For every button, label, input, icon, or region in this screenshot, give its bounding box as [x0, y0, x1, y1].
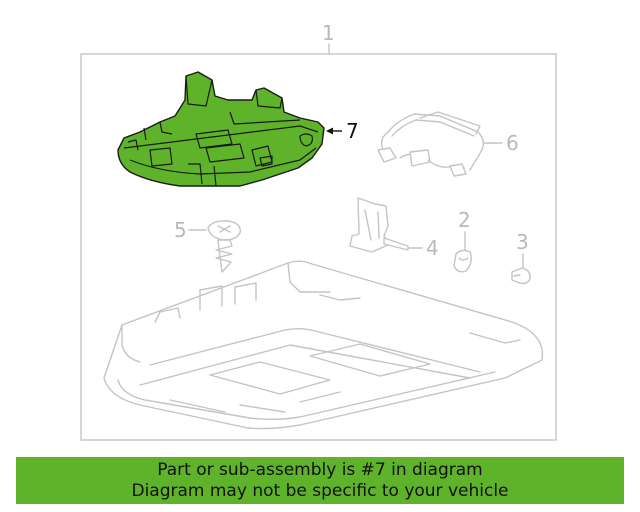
callout-6-label: 6 [506, 131, 519, 155]
part-2-clip: 2 [453, 208, 473, 273]
callout-2-label: 2 [458, 208, 471, 232]
part-4-bracket: 4 [349, 197, 439, 260]
callout-1-label: 1 [322, 21, 335, 45]
part-notice-banner: Part or sub-assembly is #7 in diagram Di… [16, 457, 624, 504]
diagram-frame [80, 53, 557, 441]
part-5-screw: 5 [174, 218, 241, 273]
callout-3-label: 3 [516, 230, 529, 254]
callout-5-label: 5 [174, 218, 187, 242]
callout-7-label: 7 [346, 119, 359, 143]
callout-4-label: 4 [426, 236, 439, 260]
banner-line-2: Diagram may not be specific to your vehi… [131, 481, 509, 501]
part-3-fastener: 3 [511, 230, 531, 285]
banner-line-1: Part or sub-assembly is #7 in diagram [157, 460, 483, 480]
overhead-console-housing [103, 260, 544, 430]
part-6-wiring-harness: 6 [377, 111, 519, 177]
part-7-console-base: 7 [117, 71, 359, 187]
